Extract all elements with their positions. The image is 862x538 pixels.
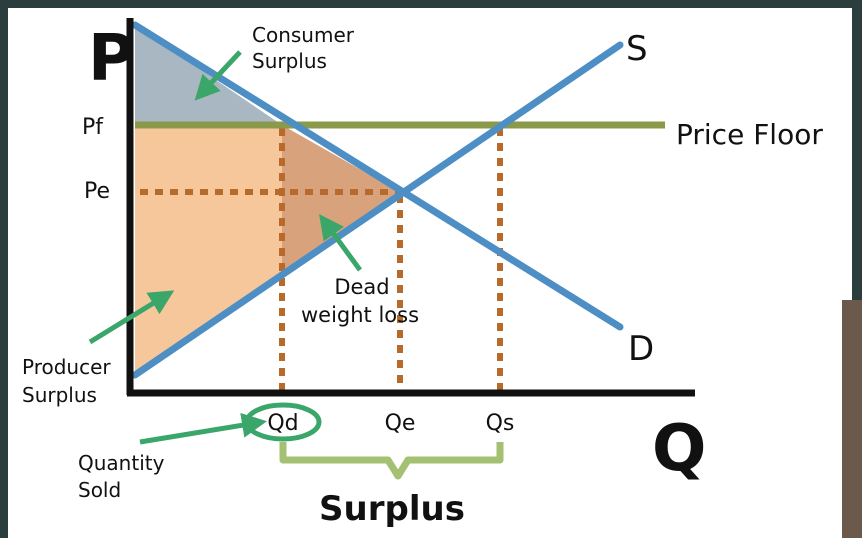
deadweight-loss-label-line1: Dead: [334, 275, 389, 299]
quantity-sold-label-line1: Quantity: [78, 451, 165, 475]
producer-surplus-label-line1: Producer: [22, 355, 111, 379]
presenter-edge: [842, 300, 862, 538]
quantity-sold-arrow: [139, 412, 267, 445]
guide-lines: [140, 128, 503, 390]
consumer-surplus-label-line2: Surplus: [252, 49, 327, 73]
quantity-sold-label-line2: Sold: [78, 478, 121, 502]
deadweight-loss-area: [282, 125, 400, 272]
qe-label: Qe: [385, 411, 416, 436]
surplus-bracket: [279, 442, 504, 480]
deadweight-loss-label-line2: weight loss: [301, 303, 419, 327]
surplus-label: Surplus: [319, 489, 465, 529]
pf-label: Pf: [82, 115, 104, 140]
producer-surplus-arrow: [88, 290, 175, 345]
deadweight-loss-arrow: [319, 213, 363, 272]
producer-surplus-label-line2: Surplus: [22, 383, 97, 407]
qd-highlight-circle: [244, 402, 322, 442]
pe-label: Pe: [84, 179, 110, 204]
qd-label: Qd: [267, 411, 298, 436]
supply-curve: [131, 41, 624, 379]
annotation-arrows: [88, 50, 363, 445]
consumer-surplus-arrow: [194, 50, 242, 101]
consumer-surplus-label-line1: Consumer: [252, 23, 355, 47]
qs-label: Qs: [486, 411, 515, 436]
x-axis-label: Q: [652, 412, 706, 486]
demand-label: D: [628, 329, 654, 369]
price-floor-label: Price Floor: [676, 118, 823, 151]
supply-label: S: [626, 29, 648, 69]
y-axis-label: P: [88, 22, 135, 96]
